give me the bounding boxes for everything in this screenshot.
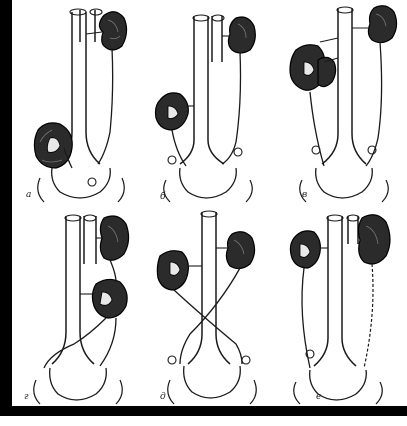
bladder — [316, 168, 373, 198]
panel-a-illustration — [20, 2, 150, 205]
panel-a: a — [20, 2, 150, 205]
right-kidney — [99, 12, 126, 50]
panel-label-b: б — [160, 192, 166, 202]
right-kidney — [100, 216, 128, 260]
panel-d: д — [150, 204, 280, 407]
panel-e: е — [280, 204, 407, 407]
bladder — [52, 168, 111, 198]
panel-label-d: д — [160, 392, 166, 402]
plate-border-bottom — [0, 406, 407, 416]
crossed-ureter-right — [180, 268, 240, 364]
panel-d-illustration — [150, 204, 280, 407]
crossed-ureter — [44, 318, 106, 368]
panel-label-e: е — [316, 392, 321, 402]
kidney-anomaly-plate: a б — [12, 0, 407, 406]
crossed-ureter-left — [174, 290, 242, 364]
panel-v: в — [280, 2, 407, 205]
panel-v-illustration — [280, 2, 407, 205]
bladder — [184, 366, 241, 398]
right-kidney — [358, 215, 390, 264]
panel-label-g: г — [24, 392, 29, 402]
right-kidney — [228, 17, 255, 53]
panel-b: б — [150, 2, 280, 205]
panel-b-illustration — [150, 2, 280, 205]
plate-border-left — [0, 0, 12, 411]
bladder — [180, 168, 237, 198]
right-ureter — [222, 52, 241, 164]
panel-g-illustration — [20, 204, 150, 407]
right-ureter — [98, 48, 113, 164]
right-ureter — [364, 264, 373, 368]
bladder — [50, 368, 107, 400]
panel-g: г — [20, 204, 150, 407]
right-kidney — [368, 6, 396, 43]
panel-label-v: в — [302, 190, 307, 200]
panel-label-a: a — [26, 190, 31, 200]
panel-e-illustration — [280, 204, 407, 407]
right-kidney — [226, 232, 254, 269]
